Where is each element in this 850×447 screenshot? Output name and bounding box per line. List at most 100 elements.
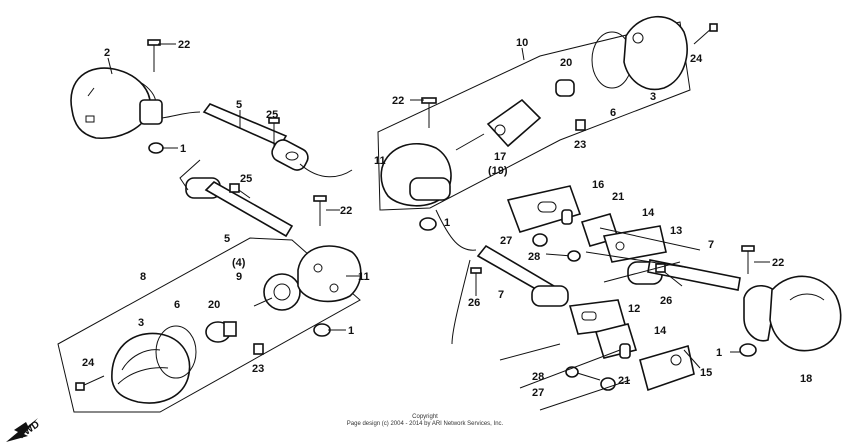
label-7-b: 7	[708, 239, 714, 251]
leader-lines	[107, 43, 770, 369]
bolt-25-lower[interactable]	[229, 183, 251, 199]
label-20-a: 20	[208, 299, 220, 311]
label-5-a: 5	[236, 99, 242, 111]
right-front-wire	[435, 209, 477, 251]
label-22-d: 22	[772, 257, 784, 269]
stay-7-right[interactable]	[627, 259, 741, 291]
label-25-a: 25	[266, 109, 278, 121]
label-1-b: 1	[348, 325, 354, 337]
label-26-b: 26	[660, 295, 672, 307]
bolt-26-left[interactable]	[470, 267, 482, 296]
assembly-8-outline	[57, 237, 361, 413]
copyright-title: Copyright	[412, 414, 438, 420]
nut-27-lower[interactable]	[600, 377, 616, 391]
label-14-a: 14	[642, 207, 655, 219]
bolt-22-right[interactable]	[421, 97, 437, 128]
label-9: 9	[236, 271, 242, 283]
label-6-b: 6	[610, 107, 616, 119]
stay-5-upper-wire	[299, 163, 353, 178]
nut-1-left-rear[interactable]	[313, 323, 331, 337]
stay-7-left-wire	[451, 259, 471, 345]
harness-wires	[499, 261, 681, 411]
label-16: 16	[592, 179, 604, 191]
bolt-22-middle[interactable]	[313, 195, 327, 226]
label-14-b: 14	[654, 325, 667, 337]
front-left-signal-socket[interactable]	[139, 99, 163, 125]
label-7-a: 7	[498, 289, 504, 301]
harness-wires-upper	[585, 227, 701, 269]
bulb-20-left[interactable]	[205, 321, 237, 343]
label-26-a: 26	[468, 297, 480, 309]
right-front-signal-lens[interactable]	[623, 15, 688, 91]
bulb-20-right[interactable]	[555, 79, 575, 97]
label-22-b: 22	[340, 205, 352, 217]
bracket-16[interactable]	[506, 185, 582, 233]
label-6-a: 6	[174, 299, 180, 311]
assembly-10-outline	[377, 21, 691, 211]
bracket-15[interactable]	[639, 344, 695, 392]
right-rear-signal-housing[interactable]	[743, 285, 777, 342]
label-2: 2	[104, 47, 110, 59]
label-5-b: 5	[224, 233, 230, 245]
label-1-a: 1	[180, 143, 186, 155]
bolt-22-right-rear[interactable]	[741, 245, 755, 274]
signal-housing-11-right[interactable]	[380, 143, 452, 207]
screw-24-right-top[interactable]	[693, 23, 718, 45]
bolt-22-top-left[interactable]	[147, 39, 161, 72]
stay-5-lower[interactable]	[185, 177, 294, 238]
fwd-arrow-icon: FWD	[6, 418, 42, 442]
bulb-socket-17[interactable]	[455, 98, 542, 151]
label-20-b: 20	[560, 57, 572, 69]
part-labels: 2 22 1 5 25 25 22 5 8 (4) 9 11 3 6 20 1 …	[82, 37, 812, 399]
label-15: 15	[700, 367, 712, 379]
right-rear-signal-lens-18[interactable]	[769, 275, 842, 352]
label-22-a: 22	[178, 39, 190, 51]
label-23-b: 23	[574, 139, 586, 151]
label-11-a: 11	[358, 271, 370, 283]
label-27-a: 27	[500, 235, 512, 247]
label-23-a: 23	[252, 363, 264, 375]
label-4: (4)	[232, 257, 246, 269]
label-17: 17	[494, 151, 506, 163]
signal-housing-11-left[interactable]	[297, 245, 362, 303]
stay-5-upper[interactable]	[202, 103, 311, 173]
screw-24-left[interactable]	[75, 375, 105, 391]
plate-13[interactable]	[602, 225, 667, 263]
label-21-a: 21	[612, 191, 624, 203]
label-3-a: 3	[138, 317, 144, 329]
stay-5-lower-wire	[179, 159, 201, 191]
bolt-28-upper[interactable]	[545, 250, 581, 262]
label-28-a: 28	[528, 251, 540, 263]
nut-1-right-front[interactable]	[419, 217, 437, 231]
label-22-c: 22	[392, 95, 404, 107]
copyright-text: Page design (c) 2004 - 2014 by ARI Netwo…	[346, 421, 504, 427]
label-13: 13	[670, 225, 682, 237]
front-left-signal-wire	[161, 111, 201, 119]
nut-1-right-rear[interactable]	[739, 343, 757, 357]
label-24-a: 24	[82, 357, 95, 369]
bulb-socket-9[interactable]	[253, 273, 301, 311]
label-21-b: 21	[618, 375, 630, 387]
nut-27-upper[interactable]	[532, 233, 548, 247]
label-11-b: 11	[374, 155, 386, 167]
screw-23-right[interactable]	[575, 119, 586, 131]
label-10: 10	[516, 37, 528, 49]
label-1-d: 1	[716, 347, 722, 359]
collar-21-upper[interactable]	[561, 209, 573, 225]
label-3-b: 3	[650, 91, 656, 103]
collar-21-lower[interactable]	[619, 343, 631, 359]
label-8: 8	[140, 271, 146, 283]
label-27-b: 27	[532, 387, 544, 399]
screw-23-left[interactable]	[253, 343, 264, 355]
label-28-b: 28	[532, 371, 544, 383]
nut-1-top-left[interactable]	[148, 142, 164, 154]
rear-left-signal-lens[interactable]	[111, 332, 191, 404]
lens-gasket-6-left[interactable]	[155, 325, 197, 379]
label-24-b: 24	[690, 53, 703, 65]
bolt-25-upper[interactable]	[268, 117, 280, 146]
label-25-b: 25	[240, 173, 252, 185]
label-1-c: 1	[444, 217, 450, 229]
stay-7-left[interactable]	[476, 244, 569, 307]
label-12: 12	[628, 303, 640, 315]
